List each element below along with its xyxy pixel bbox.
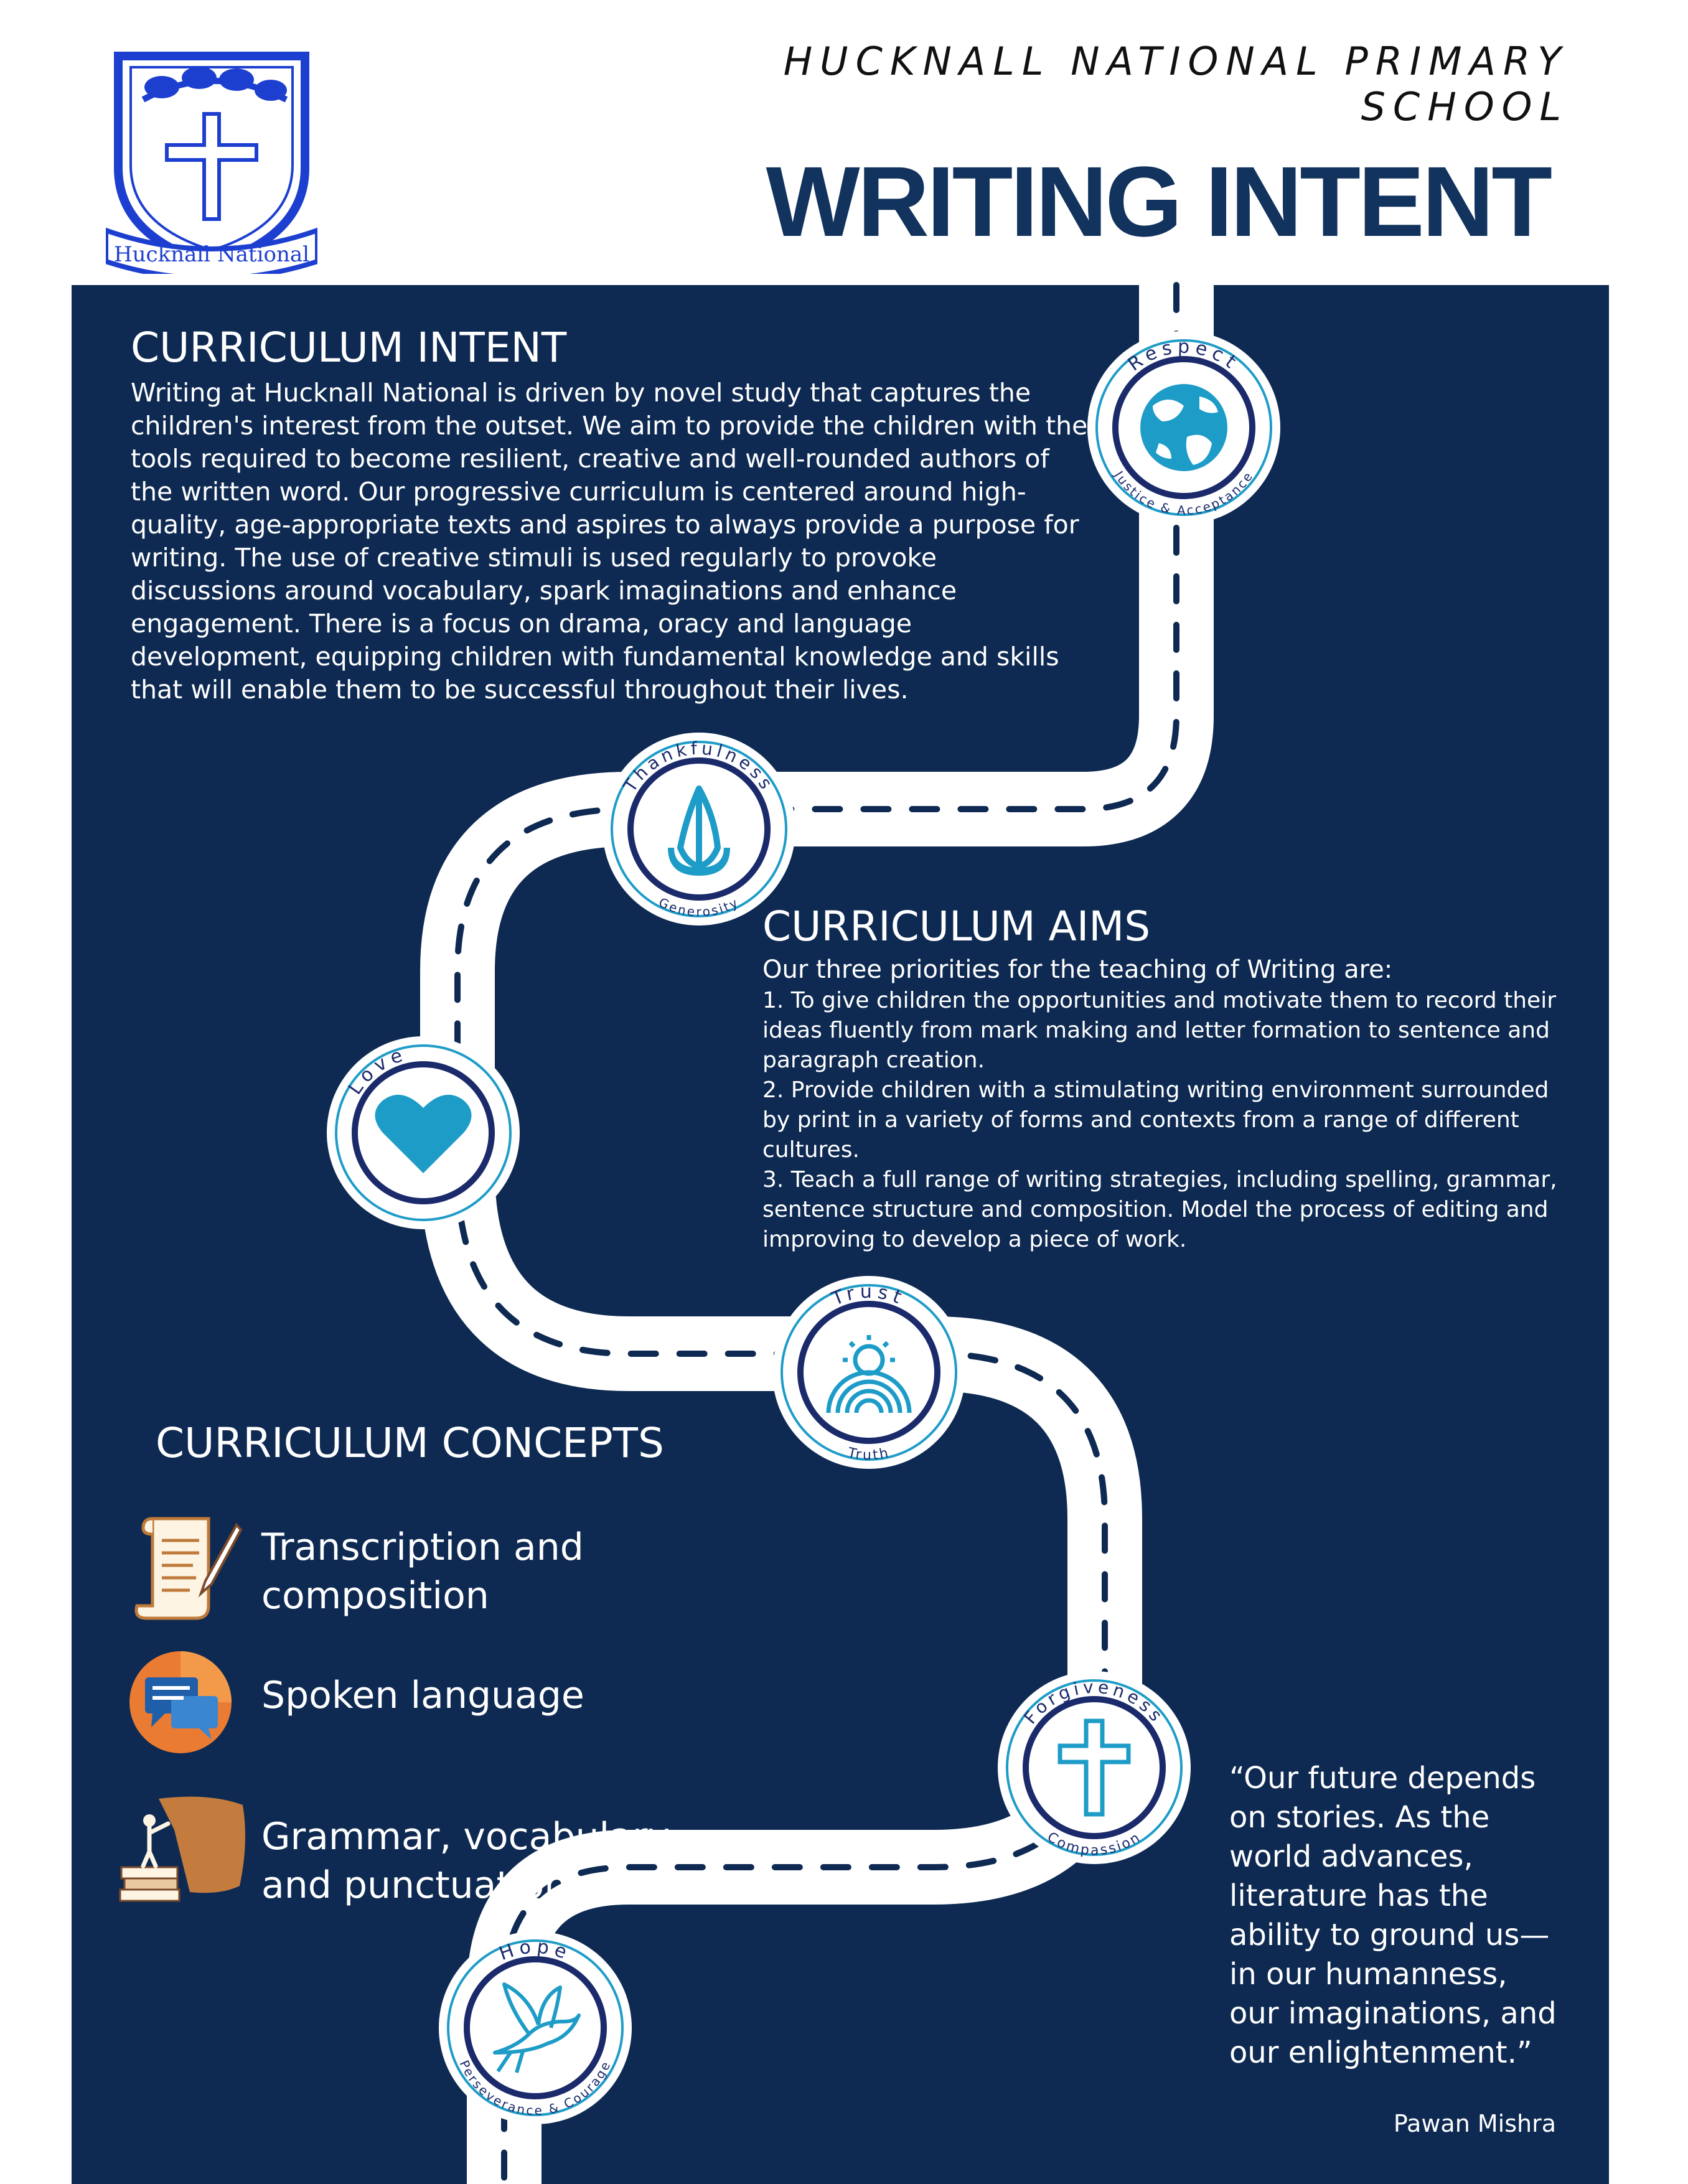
intent-body: Writing at Hucknall National is driven b… bbox=[131, 378, 1088, 705]
globe-icon bbox=[1140, 384, 1227, 471]
quote-block: “Our future depends on stories. As the w… bbox=[1229, 1761, 1557, 2070]
value-badge-love: Love bbox=[327, 1036, 520, 1229]
concept-grammar: Grammar, vocabulary and punctuation bbox=[261, 1815, 670, 1907]
dove-icon bbox=[493, 1982, 581, 2073]
scroll-quill-icon bbox=[134, 1517, 243, 1620]
value-badge-respect: Respect Justice & Acceptance bbox=[1087, 331, 1280, 524]
concept-transcription: Transcription and composition bbox=[261, 1526, 584, 1618]
aims-item-2: 2. Provide children with a stimulating w… bbox=[762, 1077, 1549, 1163]
aims-body: Our three priorities for the teaching of… bbox=[762, 954, 1572, 1255]
aims-item-1: 1. To give children the opportunities an… bbox=[762, 988, 1557, 1073]
value-badge-hope: Hope Perseverance & Courage bbox=[439, 1931, 632, 2124]
page-title: WRITING INTENT bbox=[766, 146, 1552, 257]
speech-bubbles-icon bbox=[129, 1651, 232, 1753]
aims-heading: CURRICULUM AIMS bbox=[762, 902, 1151, 950]
concepts-heading: CURRICULUM CONCEPTS bbox=[156, 1419, 664, 1467]
value-badge-forgiveness: Forgiveness Compassion bbox=[998, 1671, 1191, 1864]
cross-icon bbox=[1057, 1718, 1131, 1817]
crest-banner-text: Hucknall National bbox=[114, 242, 309, 267]
concept-spoken-language: Spoken language bbox=[261, 1674, 584, 1717]
books-figure-icon bbox=[119, 1796, 245, 1902]
svg-text:Truth: Truth bbox=[846, 1445, 892, 1463]
school-crest-logo: Hucknall National bbox=[106, 52, 317, 274]
aims-intro: Our three priorities for the teaching of… bbox=[762, 955, 1393, 984]
intent-heading: CURRICULUM INTENT bbox=[131, 324, 567, 372]
rainbow-sun-icon bbox=[826, 1335, 912, 1413]
aims-item-3: 3. Teach a full range of writing strateg… bbox=[762, 1167, 1557, 1252]
value-badge-trust: Trust Truth bbox=[772, 1276, 965, 1469]
quote-author: Pawan Mishra bbox=[1393, 2110, 1556, 2137]
school-name: HUCKNALL NATIONAL PRIMARY SCHOOL bbox=[783, 39, 1568, 129]
heart-icon bbox=[375, 1094, 472, 1173]
value-badge-thankfulness: Thankfulness Generosity bbox=[603, 733, 795, 926]
praying-hands-icon bbox=[668, 785, 730, 876]
